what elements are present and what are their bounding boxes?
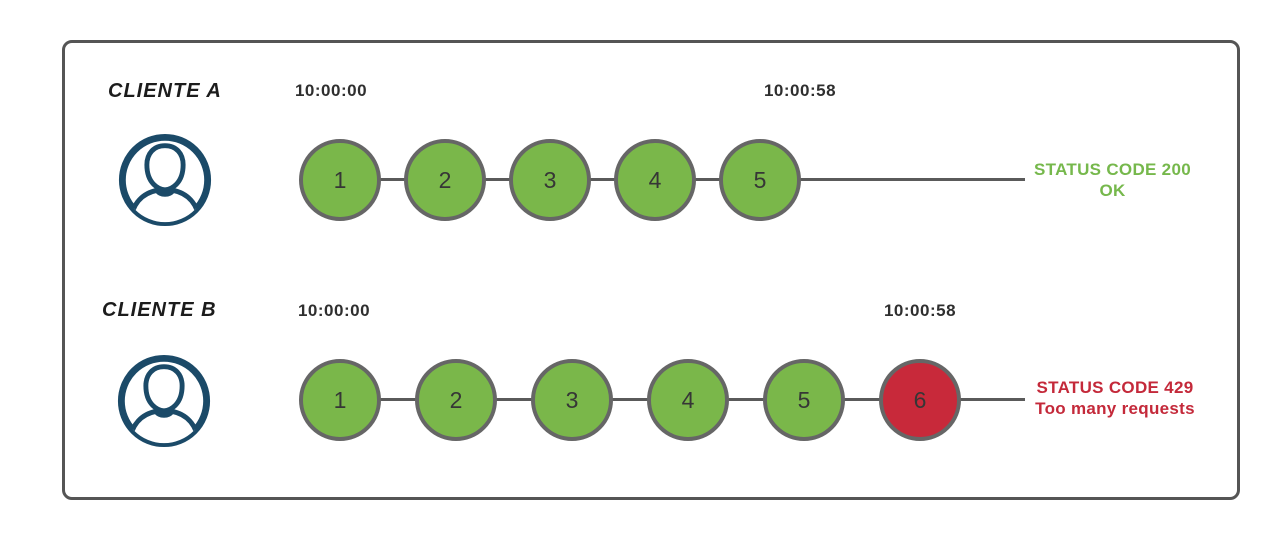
client-a-end-timestamp: 10:00:58 [763,81,837,100]
status-code-line: STATUS CODE 200 [1034,160,1191,179]
client-b-start-timestamp: 10:00:00 [297,301,371,320]
status-message-line: OK [1099,181,1126,200]
client-a-label: CLIENTE A [108,80,222,102]
client-b-end-timestamp: 10:00:58 [883,301,957,320]
client-b-label: CLIENTE B [102,299,217,321]
request-circle-3: 3 [509,139,591,221]
user-avatar-icon [118,133,212,227]
diagram-frame [62,40,1240,500]
request-circle-1: 1 [299,139,381,221]
client-a-start-timestamp: 10:00:00 [294,81,368,100]
request-circle-4: 4 [647,359,729,441]
request-circle-5: 5 [763,359,845,441]
request-circle-1: 1 [299,359,381,441]
client-b-status-text: STATUS CODE 429 Too many requests [1020,377,1210,419]
request-circle-4: 4 [614,139,696,221]
client-a-status-text: STATUS CODE 200 OK [1020,159,1205,201]
status-code-line: STATUS CODE 429 [1036,378,1194,397]
request-circle-5: 5 [719,139,801,221]
user-avatar-icon [117,354,211,448]
status-message-line: Too many requests [1035,399,1195,418]
request-circle-6: 6 [879,359,961,441]
request-circle-2: 2 [415,359,497,441]
request-circle-3: 3 [531,359,613,441]
request-circle-2: 2 [404,139,486,221]
